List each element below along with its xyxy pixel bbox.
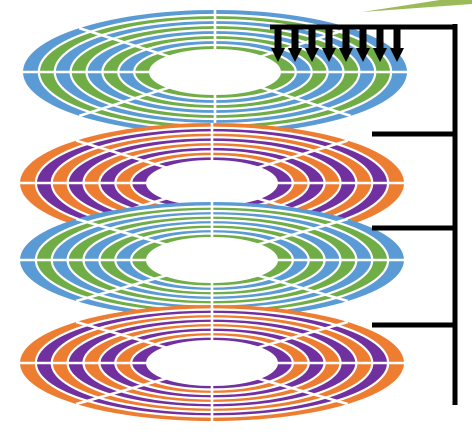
read-write-head-array [271, 28, 404, 62]
sector-divider [78, 86, 170, 118]
sector-divider [257, 320, 349, 349]
read-write-head [305, 28, 319, 62]
corner-arrow-shape [362, 0, 472, 12]
sector-divider [75, 320, 167, 349]
spindle-hole [146, 237, 278, 283]
sector-divider [75, 377, 167, 406]
read-write-head [373, 28, 387, 62]
sector-divider [257, 377, 349, 406]
sector-divider [75, 274, 167, 303]
read-write-head [339, 28, 353, 62]
read-write-head [356, 28, 370, 62]
read-write-head [271, 28, 285, 62]
platter-stack [20, 10, 407, 421]
sector-divider [257, 274, 349, 303]
platter-1 [23, 10, 407, 134]
sector-divider [75, 139, 167, 169]
actuator-arm-assembly [270, 24, 458, 405]
sector-divider [257, 139, 349, 169]
spindle-hole [149, 49, 281, 95]
sector-divider [260, 86, 352, 118]
platter-4 [20, 305, 404, 421]
read-write-head [288, 28, 302, 62]
read-write-head [390, 28, 404, 62]
sector-divider [257, 217, 349, 246]
sector-divider [78, 26, 170, 58]
sector-divider [75, 217, 167, 246]
platter-3 [20, 202, 404, 318]
spindle-hole [146, 340, 278, 386]
spindle-hole [146, 160, 278, 206]
read-write-head [322, 28, 336, 62]
